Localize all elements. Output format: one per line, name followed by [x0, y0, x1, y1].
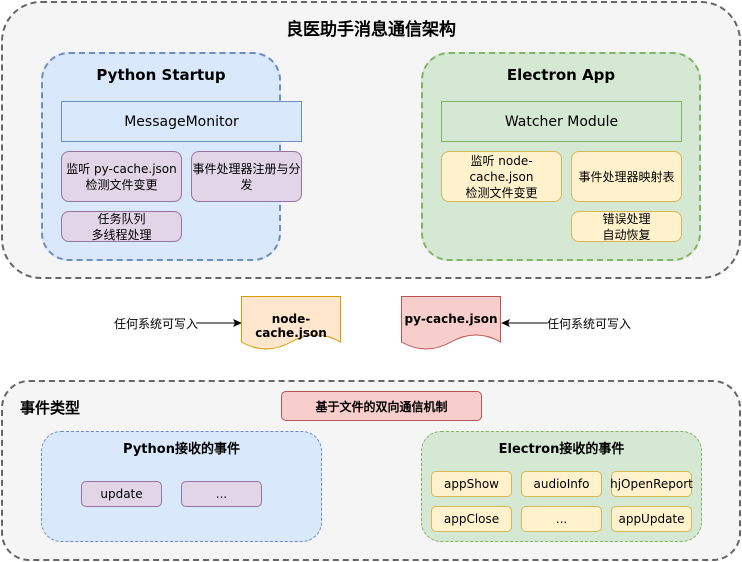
python-watch-box[interactable]: 监听 py-cache.json 检测文件变更: [61, 151, 182, 202]
left-arrow-icon: [196, 319, 242, 327]
event-more[interactable]: ...: [521, 506, 602, 532]
electron-error-box[interactable]: 错误处理 自动恢复: [571, 211, 682, 242]
document-shape-icon: [241, 296, 341, 350]
event-appclose[interactable]: appClose: [431, 506, 512, 532]
watcher-module-label: Watcher Module: [504, 113, 619, 130]
event-label: appUpdate: [618, 512, 685, 526]
architecture-title: 良医助手消息通信架构: [286, 20, 456, 40]
event-types-title: 事件类型: [20, 399, 81, 417]
electron-handler-map-box[interactable]: 事件处理器映射表: [571, 151, 682, 202]
event-label: update: [100, 487, 143, 501]
event-update[interactable]: update: [81, 481, 162, 507]
left-write-label: 任何系统可写入: [114, 317, 199, 331]
event-hjopenreport[interactable]: hjOpenReport: [610, 471, 693, 497]
node-cache-file[interactable]: node-cache.json: [241, 296, 341, 352]
python-handler-box[interactable]: 事件处理器注册与分 发: [191, 151, 302, 202]
event-appshow[interactable]: appShow: [431, 471, 512, 497]
event-label: hjOpenReport: [610, 477, 693, 491]
python-queue-box[interactable]: 任务队列 多线程处理: [61, 211, 182, 242]
event-more[interactable]: ...: [181, 481, 262, 507]
python-events-title: Python接收的事件: [123, 442, 240, 457]
event-label: audioInfo: [533, 477, 590, 491]
py-cache-file[interactable]: py-cache.json: [401, 296, 501, 352]
event-label: appClose: [443, 512, 500, 526]
message-monitor-module[interactable]: MessageMonitor: [61, 101, 302, 142]
right-arrow-icon: [501, 319, 547, 327]
event-audioinfo[interactable]: audioInfo: [521, 471, 602, 497]
watcher-module[interactable]: Watcher Module: [441, 101, 682, 142]
event-appupdate[interactable]: appUpdate: [611, 506, 692, 532]
electron-events-title: Electron接收的事件: [498, 442, 625, 457]
node-cache-label: node-cache.json: [255, 312, 327, 340]
message-monitor-label: MessageMonitor: [124, 113, 239, 130]
right-write-label: 任何系统可写入: [547, 317, 632, 331]
mechanism-label: 基于文件的双向通信机制: [315, 399, 448, 414]
electron-watch-box[interactable]: 监听 node-cache.json 检测文件变更: [441, 151, 562, 202]
event-label: appShow: [444, 477, 499, 491]
event-label: ...: [555, 512, 568, 526]
electron-app-title: Electron App: [506, 66, 616, 84]
document-shape-icon: [401, 296, 501, 350]
py-cache-label: py-cache.json: [404, 312, 498, 326]
python-startup-title: Python Startup: [96, 66, 226, 84]
mechanism-box[interactable]: 基于文件的双向通信机制: [281, 391, 482, 421]
event-label: ...: [215, 487, 228, 501]
